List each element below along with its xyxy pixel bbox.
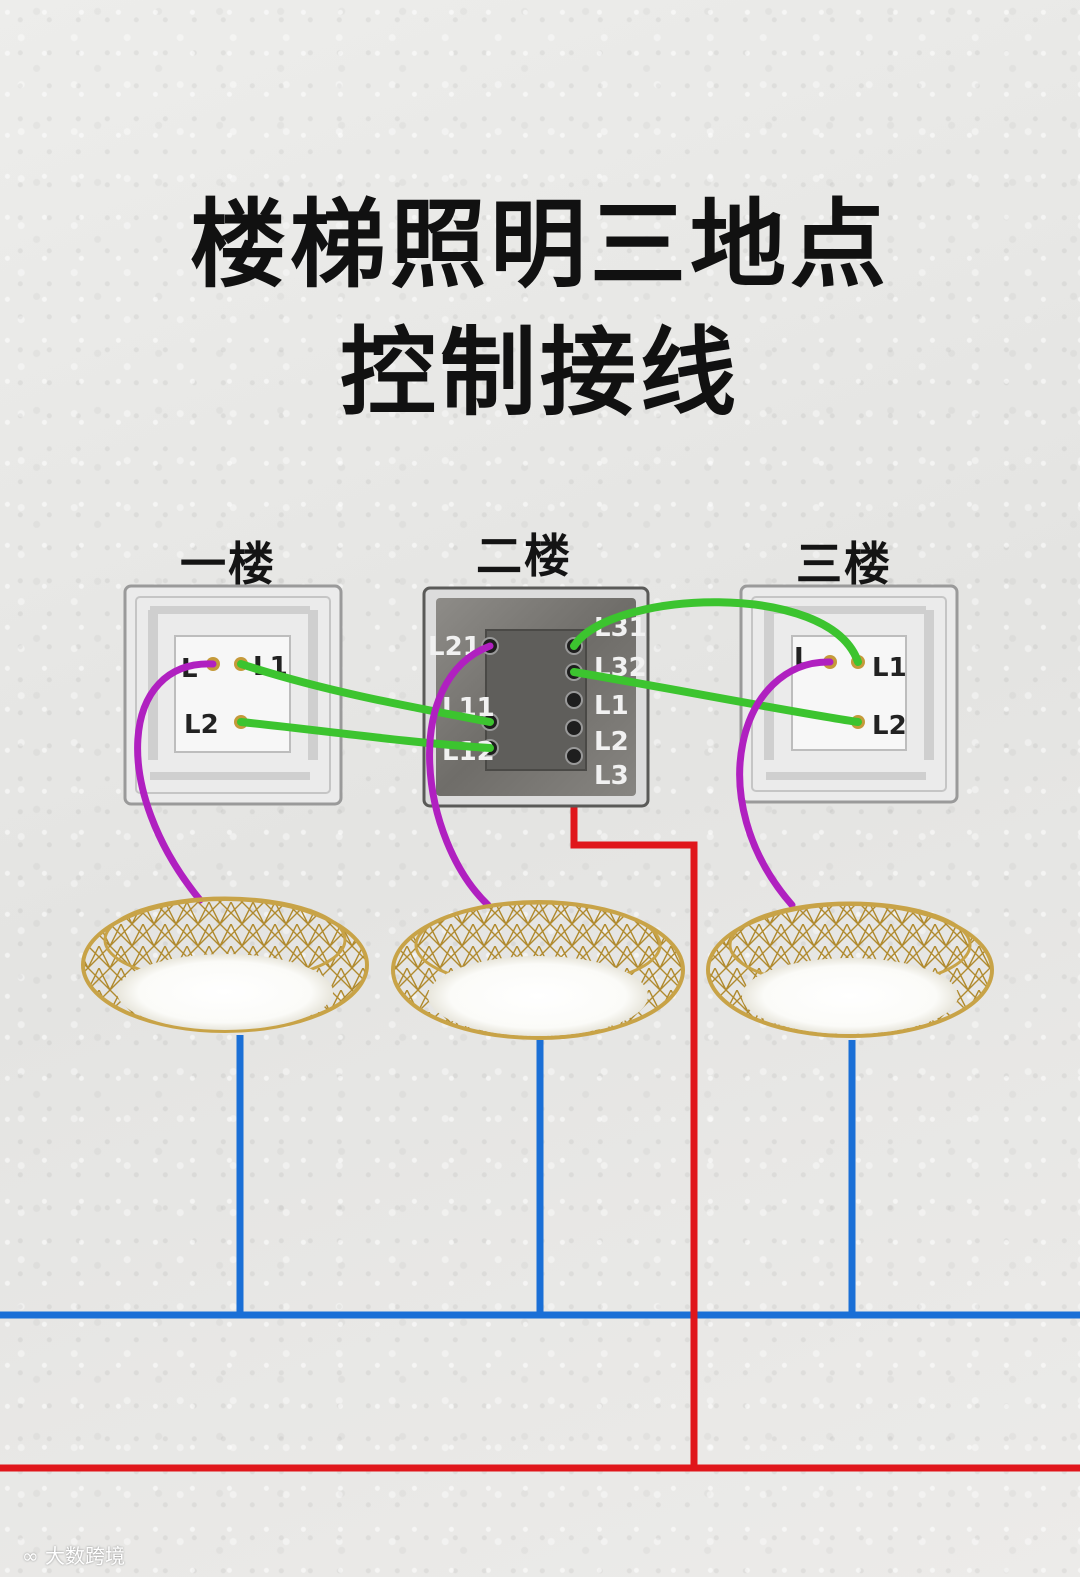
floor-label-first: 一楼 [180, 537, 276, 591]
floor-label-second: 二楼 [476, 529, 572, 583]
lamp-second-floor [391, 900, 685, 1040]
watermark: ∞ 大数跨境 [22, 1540, 125, 1569]
neutral-bus [0, 1035, 1080, 1319]
switch-second-terminal-l1: L1 [594, 691, 629, 721]
traveler-wires [237, 598, 862, 752]
watermark-icon: ∞ [22, 1544, 39, 1568]
switch-second-terminal-l2: L2 [594, 727, 629, 757]
switch-first-terminal-l2: L2 [184, 710, 219, 740]
switched-wires [134, 642, 834, 909]
lamp-third-floor [706, 901, 994, 1038]
switch-third-floor: L L1 L2 [739, 584, 959, 804]
switch-third-terminal-l2: L2 [872, 711, 907, 741]
switch-third-terminal-l1: L1 [872, 653, 907, 683]
watermark-text: 大数跨境 [45, 1544, 126, 1568]
switch-first-floor: L L1 L2 [123, 584, 343, 806]
lamp-first-floor [81, 896, 369, 1033]
switch-second-terminal-l3: L3 [594, 761, 629, 791]
title-line-1: 楼梯照明三地点 [190, 189, 890, 301]
floor-label-third: 三楼 [796, 537, 892, 591]
title-line-2: 控制接线 [340, 317, 740, 429]
